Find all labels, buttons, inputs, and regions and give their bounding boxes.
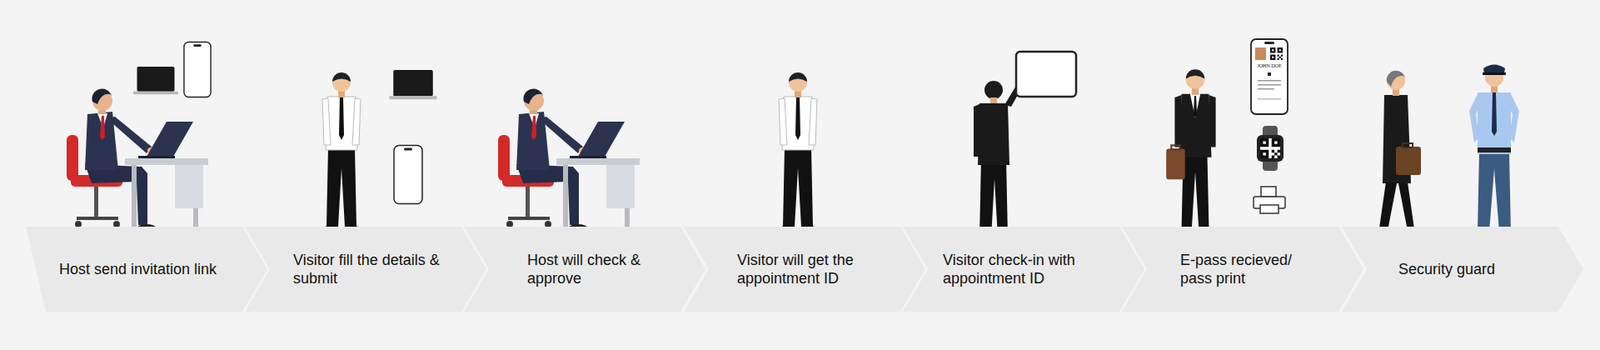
chevron-shape [902,226,1145,312]
chevron-outline [683,226,926,312]
printer-icon [1253,186,1286,214]
phone-icon [184,41,211,97]
smartwatch [1256,125,1284,171]
chevron-outline [902,226,1145,312]
host-at-desk [66,88,209,232]
pass-name: JOHN DOE [1252,63,1286,70]
step-label: Host will check & approve [527,250,644,288]
laptop-icon [133,66,179,95]
host-at-desk [498,88,640,232]
chevron-outline [244,226,487,312]
visitor-figure [778,72,818,232]
visitor-walking [1375,70,1421,235]
chevron-outline [25,226,268,312]
chevron-shape [683,226,926,312]
step-label: Visitor check-in with appointment ID [942,250,1110,288]
step-chevron: Security guard [1341,226,1584,312]
step-chevron: Host will check & approve [463,226,706,312]
chevron-shape [463,226,706,312]
step-chevron: Visitor will get the appointment ID [683,226,926,312]
chevron-outline [1341,226,1584,312]
chevron-outline [1121,226,1364,312]
visitor-suit [1166,69,1216,233]
step-label: Visitor fill the details & submit [293,250,460,288]
laptop-icon [389,69,438,100]
phone-icon [393,145,423,205]
security-guard-figure [1469,64,1520,238]
chevron-shape [1121,226,1364,312]
kiosk-screen [1016,51,1077,97]
step-label: E-pass recieved/ pass print [1180,250,1314,288]
step-label: Host send invitation link [59,259,260,279]
step-chevron: Visitor fill the details & submit [244,226,487,312]
chevron-outline [463,226,706,312]
visitor-checkin [973,75,1027,238]
step-label: Security guard [1398,259,1557,279]
step-chevron: Host send invitation link [25,226,268,312]
step-label: Visitor will get the appointment ID [737,250,888,288]
step-chevron: E-pass recieved/ pass print [1121,226,1364,312]
chevron-shape [244,226,487,312]
step-chevron: Visitor check-in with appointment ID [902,226,1145,312]
visitor-figure [322,72,361,232]
epass-phone [1251,39,1288,115]
